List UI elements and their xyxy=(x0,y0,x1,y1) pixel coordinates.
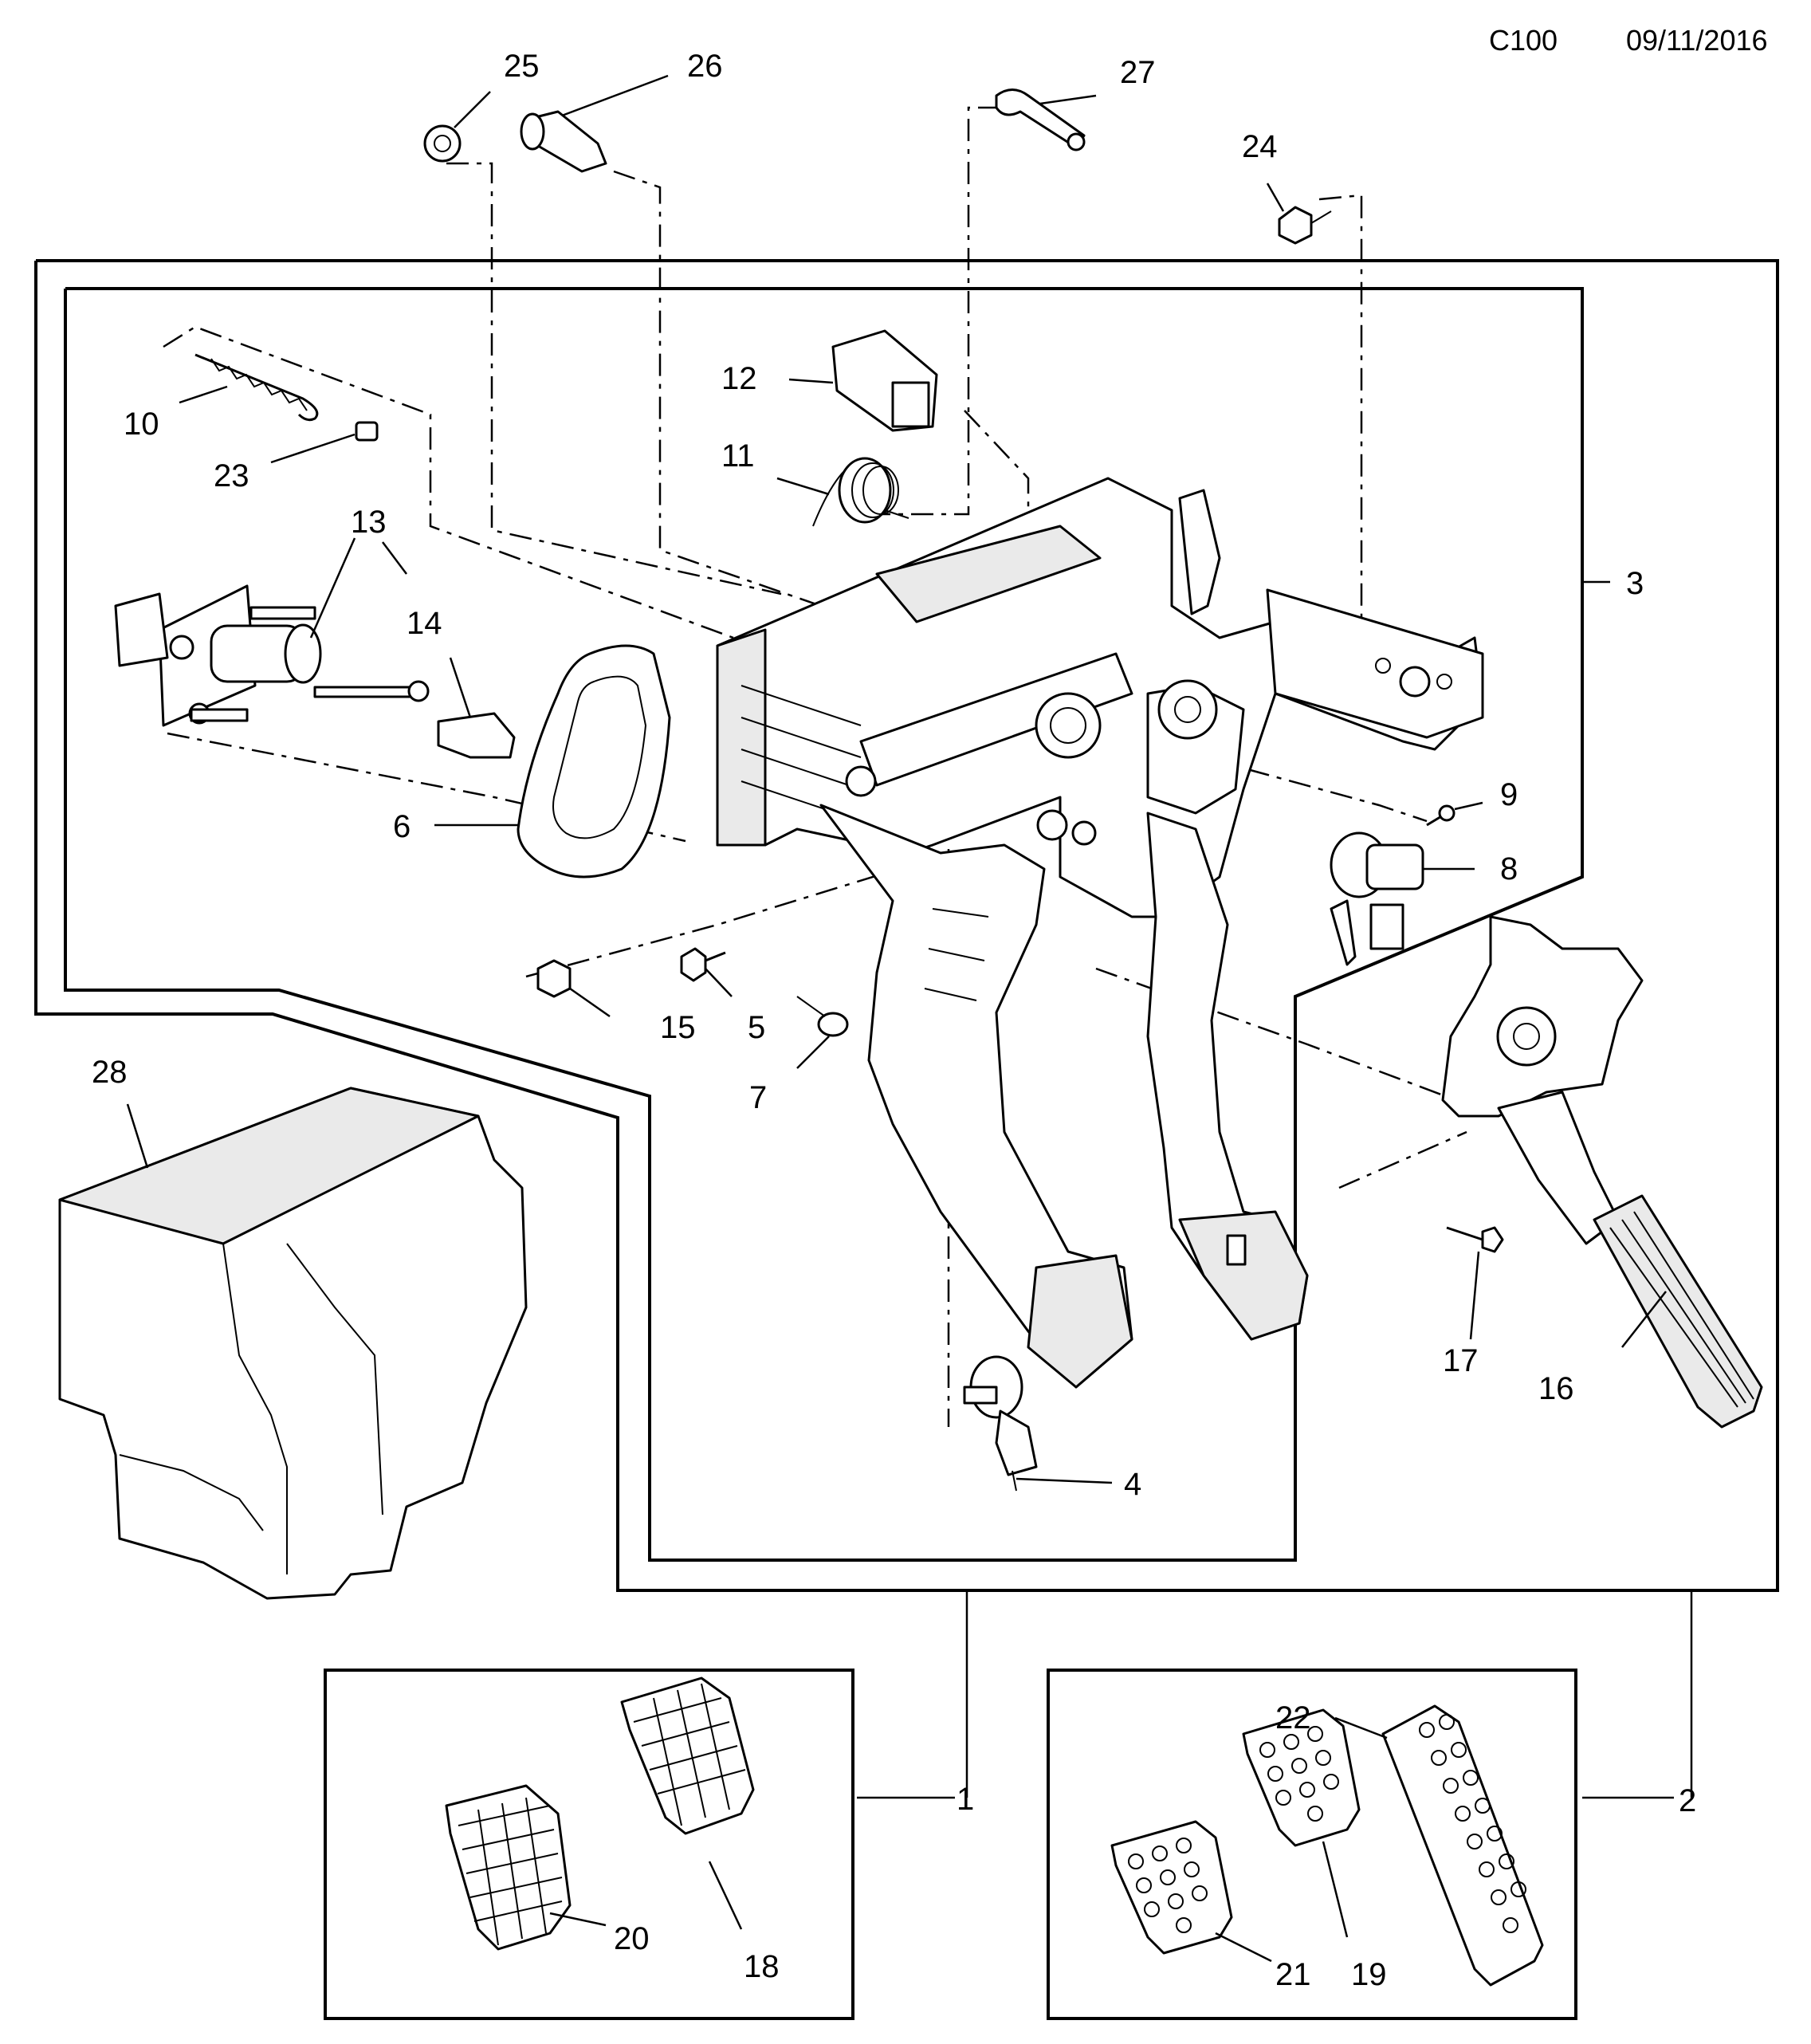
part-28-cover xyxy=(58,1087,528,1600)
leader-lines xyxy=(126,74,1674,1963)
callout-27: 27 xyxy=(1120,55,1156,90)
part-6-gasket xyxy=(517,644,671,879)
callout-1: 1 xyxy=(957,1782,974,1817)
callout-11: 11 xyxy=(721,438,755,474)
part-22-accelerator-pad xyxy=(1381,1704,1544,1987)
part-13-clutch-master-cylinder xyxy=(114,584,430,727)
callout-25: 25 xyxy=(504,49,540,84)
part-9-screw xyxy=(1426,804,1455,827)
callout-15: 15 xyxy=(660,1010,696,1045)
callout-26: 26 xyxy=(687,49,723,84)
part-16-accelerator-pedal xyxy=(1441,915,1763,1429)
align-line-24 xyxy=(1318,194,1363,666)
part-23-clip-nut xyxy=(355,421,379,442)
part-8-sensor xyxy=(1330,831,1424,966)
part-7-pin xyxy=(796,996,849,1037)
align-line-17 xyxy=(1338,1130,1467,1189)
callout-24: 24 xyxy=(1242,129,1278,164)
part-26-bushing xyxy=(520,110,607,173)
part-18-pedal-rubber xyxy=(620,1676,755,1835)
part-14-clip xyxy=(437,712,516,759)
callout-13: 13 xyxy=(351,505,387,540)
part-21-pedal-pad xyxy=(1110,1820,1233,1955)
callout-12: 12 xyxy=(721,361,757,396)
part-25-nut xyxy=(423,124,462,163)
callout-4: 4 xyxy=(1124,1467,1141,1502)
callout-20: 20 xyxy=(614,1921,650,1956)
callout-2: 2 xyxy=(1679,1783,1696,1818)
align-line-25 xyxy=(446,162,782,596)
part-10-spring xyxy=(194,353,319,422)
part-17-bolt xyxy=(1446,1226,1504,1253)
callout-19: 19 xyxy=(1351,1957,1387,1992)
callout-14: 14 xyxy=(407,606,442,641)
align-line-12 xyxy=(964,410,1030,789)
sheet-date: 09/11/2016 xyxy=(1626,24,1768,57)
part-11-torsion-spring xyxy=(812,457,909,527)
part-4-switch xyxy=(963,1355,1038,1492)
callout-5: 5 xyxy=(748,1010,765,1045)
part-20-pedal-rubber xyxy=(445,1784,572,1951)
callout-17: 17 xyxy=(1443,1343,1479,1378)
brake-pedal xyxy=(819,804,1133,1389)
callout-16: 16 xyxy=(1538,1371,1574,1406)
part-19-pedal-pad xyxy=(1242,1708,1361,1847)
box-pedal-rubbers-2 xyxy=(1047,1669,1577,2020)
align-line-9 xyxy=(1247,768,1428,823)
part-27-retainer xyxy=(995,88,1086,151)
callout-10: 10 xyxy=(124,407,159,442)
part-5-bolt xyxy=(680,947,726,982)
callout-18: 18 xyxy=(744,1949,780,1984)
part-24-bolt xyxy=(1278,206,1332,245)
part-15-nut xyxy=(536,959,572,998)
sheet-code: C100 xyxy=(1489,24,1558,57)
callout-22: 22 xyxy=(1275,1700,1311,1735)
callout-3: 3 xyxy=(1626,566,1644,601)
clutch-pedal xyxy=(1146,812,1309,1341)
align-line-27 xyxy=(881,106,1000,516)
callout-7: 7 xyxy=(749,1080,767,1115)
callout-21: 21 xyxy=(1275,1957,1311,1992)
align-line-15 xyxy=(525,859,925,978)
part-12-switch xyxy=(831,329,938,432)
callout-8: 8 xyxy=(1500,851,1518,886)
align-line-10 xyxy=(163,325,734,639)
align-line-26 xyxy=(613,170,822,607)
box-pedal-rubbers-1 xyxy=(324,1669,854,2020)
callout-23: 23 xyxy=(214,458,249,493)
callout-9: 9 xyxy=(1500,777,1518,812)
callout-28: 28 xyxy=(92,1055,128,1090)
frame-assembly-2 xyxy=(34,259,1779,1592)
callout-6: 6 xyxy=(393,809,411,844)
pedal-box-bracket xyxy=(716,477,1484,918)
